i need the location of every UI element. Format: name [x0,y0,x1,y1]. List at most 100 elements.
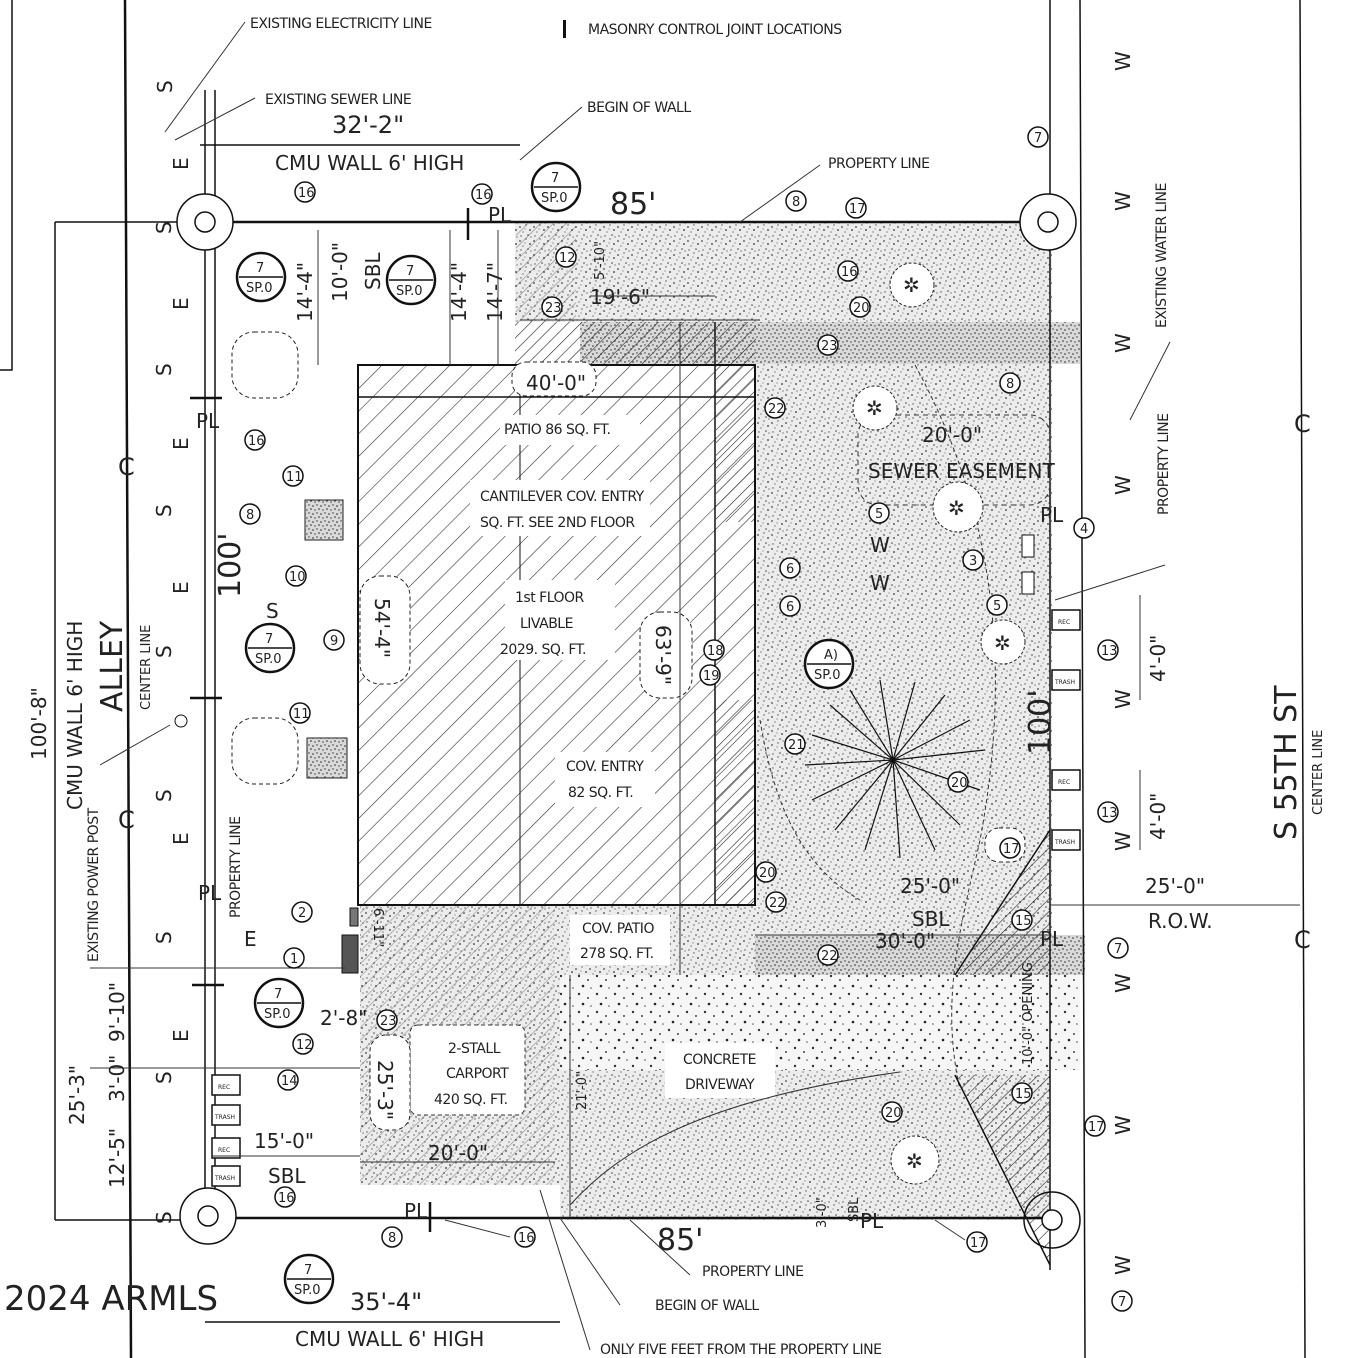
keynote-number: 19 [703,669,720,684]
keynote-bubble [555,246,577,268]
detail-ref-sheet: SP.0 [255,652,281,667]
keynote-bubble [244,429,266,451]
bin-rec: REC [1058,619,1070,626]
dim-5-10: 5'-10" [593,241,608,280]
dim-sbl-right: SBL [912,907,950,931]
first-floor-label-3: 2029. SQ. FT. [500,642,586,658]
keynote-bubble [1073,517,1095,539]
keynote-number: 9 [330,634,338,649]
first-floor-label-1: 1st FLOOR [515,590,585,606]
dim-14-4b: 14'-4" [447,262,471,322]
elec-symbol: E [169,832,193,845]
cantilever-label-2: SQ. FT. SEE 2ND FLOOR [480,515,635,531]
keynote-number: 17 [849,202,866,217]
keynote-bubble [817,944,839,966]
dim-bottom-wall-label: CMU WALL 6' HIGH [295,1327,484,1351]
keynote-number: 8 [1006,377,1014,392]
alley-centerline: CENTER LINE [139,625,154,710]
elec-symbol: E [169,297,193,310]
begin-of-wall-bottom: BEGIN OF WALL [655,1298,759,1314]
dim-21-0: 21'-0" [575,1071,590,1110]
detail-ref-number: 7 [256,261,264,276]
elec-symbol: E [169,581,193,594]
keynote-number: 22 [821,949,838,964]
water-symbol: W [1111,51,1135,71]
keynote-number: 16 [248,434,265,449]
elec-symbol: E [169,157,193,170]
detail-ref-sheet: SP.0 [246,281,272,296]
bin-rec: REC [1058,779,1070,786]
svg-text:✲: ✲ [866,396,883,420]
dim-54-4: 54'-4" [370,598,394,658]
detail-ref-sheet: SP.0 [814,668,840,683]
keynote-bubble [868,502,890,524]
dim-sbl-bottom: SBL [268,1164,306,1188]
water-symbol: W [1111,1255,1135,1275]
water-symbol: W [1111,191,1135,211]
keynote-number: 13 [1101,644,1118,659]
alley-label: ALLEY [95,620,130,712]
water-symbol: W [870,533,890,557]
pl-symbol: PL [860,1209,884,1233]
keynote-bubble [1097,801,1119,823]
dim-bottom-width: 85' [657,1223,703,1258]
water-symbol: W [1111,475,1135,495]
keynote-number: 23 [380,1014,397,1029]
dimensions: 32'-2" CMU WALL 6' HIGH 85' 85' 100' 100… [27,111,1300,1351]
sewer-symbol: S [152,1071,176,1084]
centerline-symbol: C [118,453,135,481]
keynote-bubble [292,1033,314,1055]
property-line-left: PROPERTY LINE [228,817,244,919]
keynote-bubble [282,465,304,487]
detail-ref-number: A) [824,648,838,663]
keynote-number: 7 [1118,1295,1126,1310]
leader-lines [99,21,1171,1351]
keynote-number: 16 [518,1231,535,1246]
pl-symbol: PL [1040,927,1064,951]
keynote-bubble [1107,937,1129,959]
bin-trash: TRASH [1054,839,1075,846]
elec-symbol: E [169,437,193,450]
keynote-number: 17 [1088,1120,1105,1135]
dim-overall-left: 100'-8" [27,687,51,760]
sewer-easement-label: SEWER EASEMENT [868,459,1056,483]
keynote-bubble [837,260,859,282]
dim-4-0a: 4'-0" [1146,635,1170,682]
keynote-bubble [1011,1082,1033,1104]
keynote-number: 7 [1034,131,1042,146]
driveway-label-1: CONCRETE [683,1052,756,1068]
keynote-bubble [294,181,316,203]
dim-12-5: 12'-5" [105,1128,129,1188]
sewer-symbol: S [152,789,176,802]
keynote-number: 8 [246,508,254,523]
existing-power-post: EXISTING POWER POST [86,807,102,962]
dim-10-0: 10'-0" [328,242,352,302]
keynote-number: 12 [296,1038,313,1053]
keynote-bubble [274,1186,296,1208]
dim-63-9: 63'-9" [651,625,675,685]
keynote-number: 23 [821,339,838,354]
keynote-bubble [471,183,493,205]
existing-sewer-line: EXISTING SEWER LINE [265,92,411,108]
keynote-bubble [289,702,311,724]
water-symbol: W [1111,1115,1135,1135]
dim-19-6: 19'-6" [590,285,650,309]
centerline-symbol: C [118,806,135,834]
cov-patio-label-2: 278 SQ. FT. [580,946,654,962]
dim-9-10: 9'-10" [105,982,129,1042]
detail-ref-number: 7 [274,987,282,1002]
dim-top-wall-label: CMU WALL 6' HIGH [275,151,464,175]
keynote-bubble [947,771,969,793]
keynote-number: 12 [559,251,576,266]
dim-10-0-opening: 10'-0" OPENING [1021,962,1036,1065]
dim-25-3: 25'-3" [373,1060,397,1120]
bins: REC TRASH REC TRASH REC TRASH REC TRASH [211,609,1081,1187]
keynote-bubble [999,372,1021,394]
existing-water-line: EXISTING WATER LINE [1154,183,1170,328]
water-symbol: W [1111,689,1135,709]
keynote-bubble [962,549,984,571]
sewer-symbol: S [152,221,176,234]
dim-25-0: 25'-0" [900,874,960,898]
sewer-symbol: S [152,363,176,376]
